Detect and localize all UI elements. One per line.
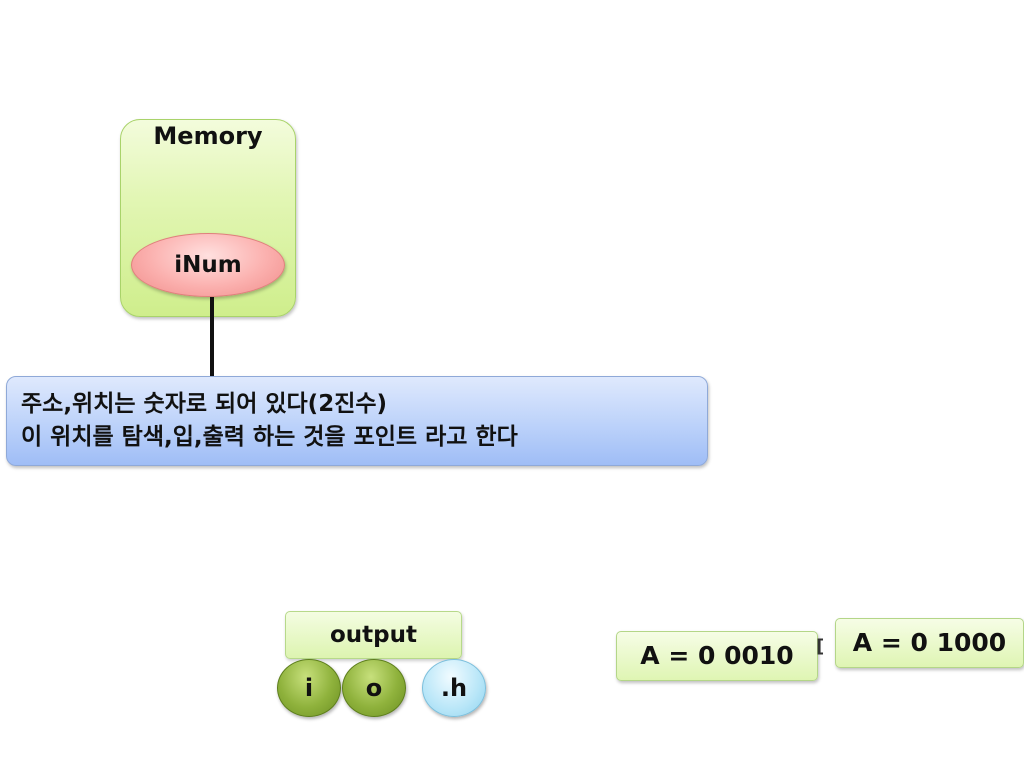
- circle-i: i: [277, 659, 341, 717]
- note-line-2: 이 위치를 탐색,입,출력 하는 것을 포인트 라고 한다: [21, 424, 518, 450]
- memory-title: Memory: [153, 122, 263, 150]
- value-box-second: A = 0 1000: [835, 618, 1024, 668]
- circle-o: o: [342, 659, 406, 717]
- variable-inum-ellipse: iNum: [131, 233, 285, 297]
- connector-line: [210, 297, 214, 377]
- note-line-1: 주소,위치는 숫자로 되어 있다(2진수): [21, 391, 388, 417]
- small-mark-glyph: [: [816, 636, 825, 657]
- circle-h: .h: [422, 659, 486, 717]
- output-tab-label: output: [285, 611, 462, 659]
- note-box: 주소,위치는 숫자로 되어 있다(2진수) 이 위치를 탐색,입,출력 하는 것…: [6, 376, 708, 466]
- value-box-first: A = 0 0010: [616, 631, 818, 681]
